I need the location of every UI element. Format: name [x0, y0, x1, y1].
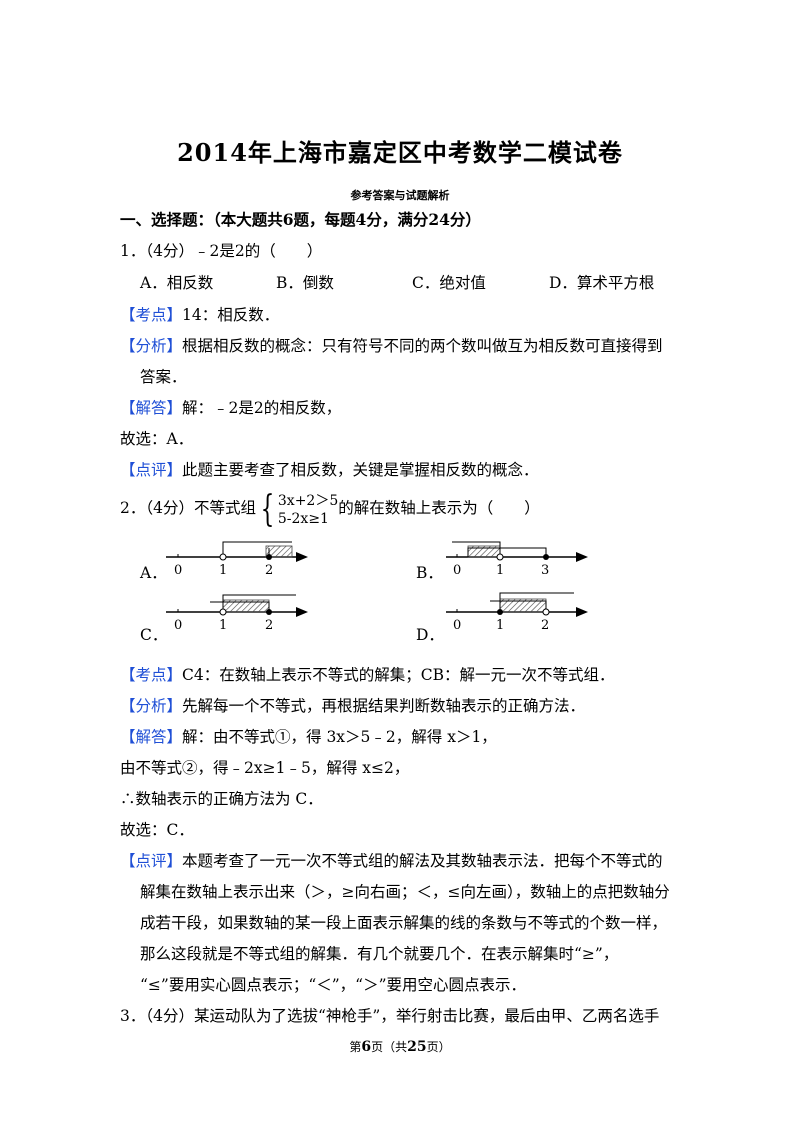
jieda-text: 解：﹣2是2的相反数，: [182, 399, 342, 417]
axis-b-tick-0: 0: [453, 563, 461, 578]
axis-b-tick-1: 1: [496, 563, 504, 578]
q1-option-b: B．倒数: [276, 274, 334, 292]
axis-d-tick-0: 0: [453, 618, 461, 633]
q1-jieda: 【解答】解：﹣2是2的相反数，: [120, 397, 341, 419]
dianping-text: 此题主要考查了相反数，关键是掌握相反数的概念．: [182, 461, 539, 479]
number-line-c: 0 1 2: [166, 594, 308, 633]
axis-c-tick-1: 1: [219, 618, 227, 633]
kaodian-text: 14：相反数．: [182, 306, 280, 324]
q2-stem-post: 的解在数轴上表示为（ ）: [338, 499, 540, 517]
q2-dianping: 【点评】本题考查了一元一次不等式组的解法及其数轴表示法．把每个不等式的: [120, 850, 663, 872]
section-heading: 一、选择题：（本大题共6题，每题4分，满分24分）: [120, 210, 481, 229]
jieda-tag: 【解答】: [120, 399, 183, 417]
q2-option-d-label: D．: [416, 626, 444, 644]
jieda-tag: 【解答】: [120, 728, 183, 746]
q2-answer: 故选：C．: [120, 821, 194, 839]
page-title: 2014年上海市嘉定区中考数学二模试卷: [177, 138, 623, 167]
axis-b-tick-2: 3: [541, 563, 549, 578]
fenxi-tag: 【分析】: [120, 697, 183, 715]
q1-dianping: 【点评】此题主要考查了相反数，关键是掌握相反数的概念．: [120, 459, 539, 481]
kaodian-text: C4：在数轴上表示不等式的解集；CB：解一元一次不等式组．: [182, 666, 615, 684]
q2-dianping-line4: 那么这段就是不等式组的解集．有几个就要几个．在表示解集时“≥”，: [140, 945, 619, 963]
kaodian-tag: 【考点】: [120, 666, 183, 684]
q2-jieda-line3: ∴数轴表示的正确方法为 C．: [120, 790, 323, 808]
q1-option-c: C．绝对值: [412, 274, 486, 292]
q2-option-b-label: B．: [416, 564, 443, 582]
q2-fenxi: 【分析】先解每一个不等式，再根据结果判断数轴表示的正确方法．: [120, 695, 585, 717]
page-subtitle: 参考答案与试题解析: [350, 189, 450, 202]
fenxi-tag: 【分析】: [120, 337, 183, 355]
q1-option-a: A．相反数: [140, 274, 214, 292]
q1-option-d: D．算术平方根: [549, 274, 655, 292]
axis-d-tick-1: 1: [496, 618, 504, 633]
brace-glyph: {: [260, 489, 275, 530]
q2-option-a-label: A．: [140, 564, 167, 582]
q1-stem: 1．（4分）﹣2是2的（ ）: [120, 242, 323, 260]
axis-a-tick-0: 0: [174, 563, 182, 578]
axis-a-tick-2: 2: [265, 563, 273, 578]
q1-fenxi: 【分析】根据相反数的概念：只有符号不同的两个数叫做互为相反数可直接得到: [120, 335, 663, 357]
q2-dianping-line5: “≤”要用实心圆点表示；“＜”，“＞”要用空心圆点表示．: [140, 976, 527, 994]
kaodian-tag: 【考点】: [120, 306, 183, 324]
footer-post: 页）: [426, 1040, 451, 1054]
axis-c-tick-2: 2: [265, 618, 273, 633]
jieda-text: 解：由不等式①，得 3x＞5﹣2，解得 x＞1，: [182, 728, 497, 746]
q2-stem: 2．（4分）不等式组{3x+2＞5 5-2x≥1 的解在数轴上表示为（ ）: [120, 488, 540, 529]
page-footer: 第6页（共25页）: [0, 1038, 800, 1055]
footer-total-pages: 25: [407, 1039, 427, 1055]
q2-kaodian: 【考点】C4：在数轴上表示不等式的解集；CB：解一元一次不等式组．: [120, 664, 615, 686]
q2-dianping-line3: 成若干段，如果数轴的某一段上面表示解集的线的条数与不等式的个数一样，: [140, 914, 668, 932]
q2-jieda-line2: 由不等式②，得﹣2x≥1﹣5，解得 x≤2，: [120, 759, 410, 777]
q2-dianping-line2: 解集在数轴上表示出来（＞，≥向右画；＜，≤向左画），数轴上的点把数轴分: [140, 883, 670, 901]
axis-a-tick-1: 1: [219, 563, 227, 578]
axis-d-tick-2: 2: [541, 618, 549, 633]
number-line-a: 0 1 2: [166, 541, 308, 578]
number-line-d: 0 1 2: [446, 592, 588, 633]
dianping-text: 本题考查了一元一次不等式组的解法及其数轴表示法．把每个不等式的: [182, 852, 663, 870]
q3-stem: 3．（4分）某运动队为了选拔“神枪手”，举行射击比赛，最后由甲、乙两名选手: [120, 1007, 660, 1025]
footer-page-number: 6: [361, 1039, 372, 1055]
dianping-tag: 【点评】: [120, 461, 183, 479]
q2-stem-pre: 2．（4分）不等式组: [120, 499, 256, 517]
q1-fenxi-cont: 答案．: [140, 368, 187, 386]
fenxi-text: 根据相反数的概念：只有符号不同的两个数叫做互为相反数可直接得到: [182, 337, 663, 355]
footer-pre: 第: [349, 1040, 362, 1054]
fenxi-text: 先解每一个不等式，再根据结果判断数轴表示的正确方法．: [182, 697, 586, 715]
q1-answer: 故选：A．: [120, 430, 194, 448]
q2-jieda: 【解答】解：由不等式①，得 3x＞5﹣2，解得 x＞1，: [120, 726, 497, 748]
axis-c-tick-0: 0: [174, 618, 182, 633]
q1-kaodian: 【考点】14：相反数．: [120, 304, 279, 326]
inequality-1: 3x+2＞5: [277, 493, 339, 509]
q2-option-c-label: C．: [140, 626, 168, 644]
inequality-2: 5-2x≥1: [277, 511, 329, 527]
dianping-tag: 【点评】: [120, 852, 183, 870]
number-line-b: 0 1 3: [446, 541, 588, 578]
inequality-system: {3x+2＞5 5-2x≥1: [256, 489, 339, 530]
footer-mid: 页（共: [371, 1040, 408, 1054]
